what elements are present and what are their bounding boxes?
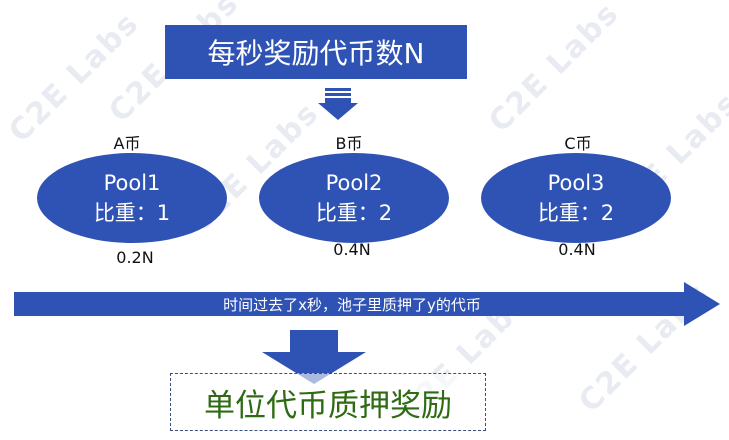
coin-label-a: A币 [113, 134, 141, 153]
pool-weight: 比重：1 [93, 201, 171, 225]
pool-reward: 0.4N [333, 240, 371, 259]
pool-2: Pool2 比重：2 [259, 153, 449, 243]
pool-1: Pool1 比重：1 [37, 153, 227, 243]
pool-weight: 比重：2 [315, 201, 393, 225]
coin-label-b: B币 [335, 134, 363, 153]
down-arrow-large [262, 330, 366, 384]
coin-label-c: C币 [564, 134, 592, 153]
pool-reward: 0.2N [116, 248, 154, 267]
pool-weight: 比重：2 [537, 201, 615, 225]
pool-name: Pool3 [547, 171, 605, 195]
pool-3: Pool3 比重：2 [481, 153, 671, 243]
pool-reward: 0.4N [558, 240, 596, 259]
timeline-text: 时间过去了x秒，池子里质押了y的代币 [223, 295, 481, 314]
pool-name: Pool1 [103, 171, 161, 195]
watermark: C2E Labs [482, 0, 627, 140]
timeline-arrow [14, 282, 720, 326]
result-box: 单位代币质押奖励 [170, 373, 486, 431]
title-box: 每秒奖励代币数N [165, 25, 467, 79]
down-arrow [318, 88, 358, 120]
pool-name: Pool2 [325, 171, 383, 195]
